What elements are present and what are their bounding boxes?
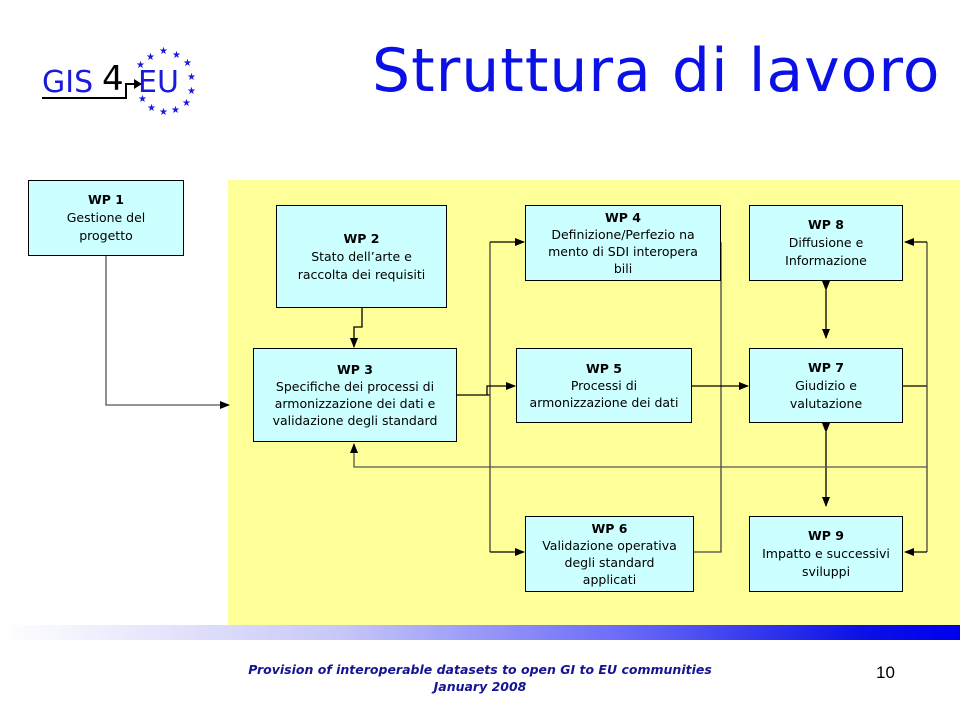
wp8-label: Diffusione e Informazione [785, 235, 867, 268]
gradient-divider [0, 625, 960, 640]
svg-text:★: ★ [146, 52, 155, 63]
wp3-box[interactable]: WP 3 Specifiche dei processi di armonizz… [253, 348, 457, 442]
logo-text-eu: EU [138, 65, 179, 100]
logo-text-gis: GIS [42, 65, 93, 100]
svg-text:★: ★ [136, 60, 145, 71]
wp4-box[interactable]: WP 4 Definizione/Perfezio namento di SDI… [525, 205, 721, 281]
footer-line-2: January 2008 [433, 679, 527, 694]
wp2-id: WP 2 [343, 230, 380, 246]
wp3-id: WP 3 [337, 362, 373, 377]
wp5-id: WP 5 [586, 361, 622, 376]
svg-text:★: ★ [187, 72, 196, 83]
connector-wp1-wp3 [105, 256, 230, 409]
wp3-label: Specifiche dei processi di armonizzazion… [272, 379, 438, 428]
wp9-label: Impatto e successivi sviluppi [762, 546, 890, 579]
wp7-box[interactable]: WP 7 Giudizio e valutazione [749, 348, 903, 423]
wp7-id: WP 7 [808, 359, 844, 375]
gis4eu-logo: GIS 4 EU ★ ★ ★ ★ ★ ★ ★ ★ ★ ★ ★ ★ [42, 46, 196, 118]
wp1-label: Gestione del progetto [66, 210, 146, 243]
footer-line-1: Provision of interoperable datasets to o… [248, 662, 712, 677]
wp9-box[interactable]: WP 9 Impatto e successivi sviluppi [749, 516, 903, 592]
wp5-label: Processi di armonizzazione dei dati [529, 378, 679, 410]
wp6-box[interactable]: WP 6 Validazione operativa degli standar… [525, 516, 694, 592]
wp5-box[interactable]: WP 5 Processi di armonizzazione dei dati [516, 348, 692, 423]
wp2-label: Stato dell’arte e raccolta dei requisiti [297, 248, 426, 282]
logo-arrow-head-icon [134, 79, 142, 89]
page-number: 10 [876, 663, 895, 682]
svg-text:★: ★ [182, 98, 191, 109]
wp8-id: WP 8 [808, 217, 844, 232]
eu-stars-icon: ★ ★ ★ ★ ★ ★ ★ ★ ★ ★ ★ ★ [136, 46, 196, 118]
logo-text-4: 4 [102, 59, 124, 99]
wp6-id: WP 6 [591, 521, 628, 536]
wp4-label: Definizione/Perfezio namento di SDI inte… [548, 227, 698, 276]
wp4-id: WP 4 [605, 210, 641, 225]
svg-text:★: ★ [187, 86, 196, 97]
svg-text:★: ★ [138, 94, 147, 105]
wp6-label: Validazione operativa degli standard app… [542, 538, 677, 587]
svg-text:★: ★ [172, 50, 181, 61]
svg-text:★: ★ [159, 107, 168, 118]
wp1-box[interactable]: WP 1 Gestione del progetto [28, 180, 184, 256]
wp2-box[interactable]: WP 2 Stato dell’arte e raccolta dei requ… [276, 205, 447, 308]
svg-text:★: ★ [147, 103, 156, 114]
slide-title: Struttura di lavoro [372, 36, 941, 106]
wp7-label: Giudizio e valutazione [789, 377, 863, 411]
wp1-id: WP 1 [88, 192, 124, 207]
svg-text:★: ★ [171, 105, 180, 116]
svg-text:★: ★ [159, 46, 168, 57]
svg-text:★: ★ [183, 58, 192, 69]
footer: Provision of interoperable datasets to o… [160, 661, 800, 695]
wp9-id: WP 9 [808, 528, 844, 543]
logo-arrow-line [42, 83, 134, 99]
wp8-box[interactable]: WP 8 Diffusione e Informazione [749, 205, 903, 281]
